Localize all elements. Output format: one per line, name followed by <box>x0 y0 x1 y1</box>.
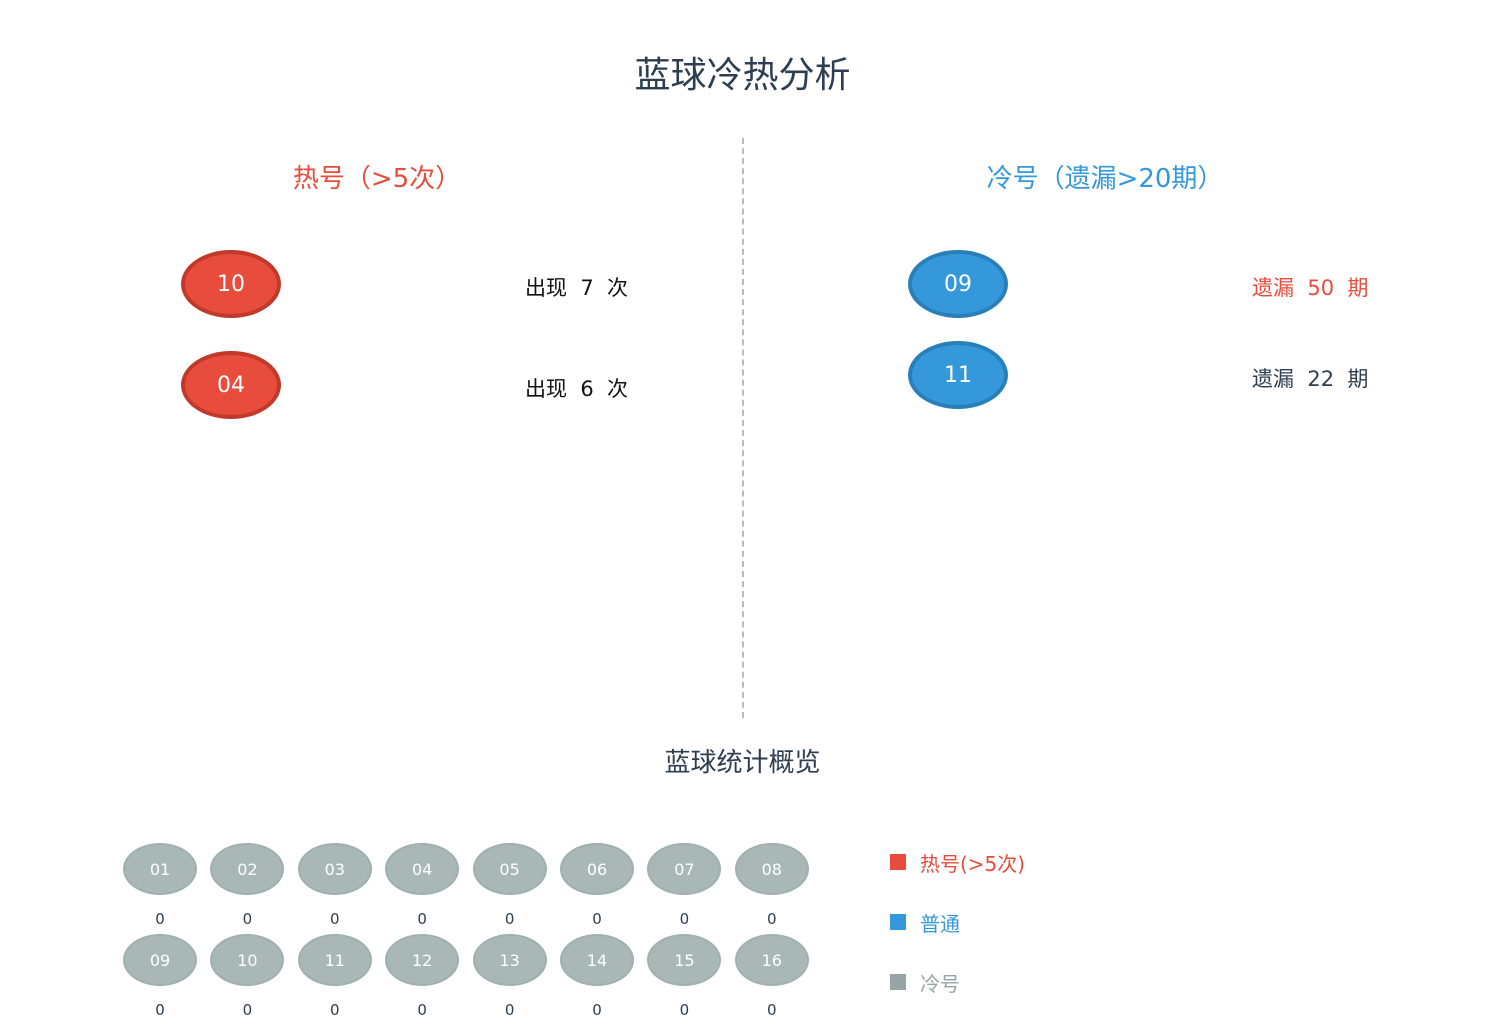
overview-count: 0 <box>417 910 427 928</box>
overview-count: 0 <box>592 910 602 928</box>
overview-ball: 12 <box>385 934 460 986</box>
overview-count: 0 <box>767 1001 777 1019</box>
overview-count: 0 <box>417 1001 427 1019</box>
overview-ball: 07 <box>647 843 722 895</box>
hot-ball: 10 <box>181 250 281 318</box>
overview-ball: 02 <box>210 843 285 895</box>
legend-label: 冷号 <box>920 971 960 996</box>
cold-info: 遗漏 50 期 <box>1252 276 1369 300</box>
overview-count: 0 <box>242 1001 253 1019</box>
overview-title: 蓝球统计概览 <box>664 748 821 778</box>
cold-ball: 11 <box>908 341 1008 409</box>
overview-count: 0 <box>679 1001 690 1019</box>
overview-ball: 01 <box>123 843 197 895</box>
legend-hot: 热号(>5次) <box>890 850 1026 876</box>
overview-ball: 11 <box>297 934 372 986</box>
overview-ball: 13 <box>472 934 547 986</box>
overview-ball: 05 <box>472 843 547 895</box>
overview-count: 0 <box>504 910 515 928</box>
cold-heading: 冷号（遗漏>20期） <box>986 164 1224 194</box>
overview-count: 0 <box>504 1001 515 1019</box>
overview-count: 0 <box>242 910 253 928</box>
hot-heading: 热号（>5次） <box>292 164 462 194</box>
overview-count: 0 <box>767 910 777 928</box>
overview-ball: 08 <box>734 843 809 895</box>
legend: 热号(>5次) 普通 冷号 <box>890 850 1026 996</box>
overview-ball: 16 <box>734 934 809 986</box>
legend-swatch <box>890 974 906 990</box>
page-title: 蓝球冷热分析 <box>634 55 851 96</box>
overview-ball: 14 <box>560 934 634 986</box>
legend-cold: 冷号 <box>890 970 1025 996</box>
overview-ball: 10 <box>210 934 285 986</box>
legend-label: 热号(>5次) <box>920 851 1026 876</box>
divider <box>742 138 744 718</box>
overview-count: 0 <box>592 1001 602 1019</box>
overview-count: 0 <box>155 910 165 928</box>
hot-info: 出现 7 次 <box>525 276 629 300</box>
hot-info: 出现 6 次 <box>525 377 629 401</box>
overview-ball: 06 <box>560 843 634 895</box>
hot-ball: 04 <box>181 351 281 419</box>
overview-count: 0 <box>155 1001 165 1019</box>
overview-ball: 15 <box>647 934 722 986</box>
overview-count: 0 <box>330 1001 340 1019</box>
legend-normal: 普通 <box>890 910 1025 936</box>
overview-count: 0 <box>679 910 690 928</box>
cold-ball: 09 <box>908 250 1008 318</box>
legend-label: 普通 <box>920 911 960 936</box>
overview-ball: 03 <box>297 843 372 895</box>
legend-swatch <box>890 914 906 930</box>
overview-ball: 09 <box>123 934 197 986</box>
legend-swatch <box>890 854 906 870</box>
cold-info: 遗漏 22 期 <box>1252 367 1369 391</box>
overview-count: 0 <box>330 910 340 928</box>
overview-ball: 04 <box>385 843 460 895</box>
